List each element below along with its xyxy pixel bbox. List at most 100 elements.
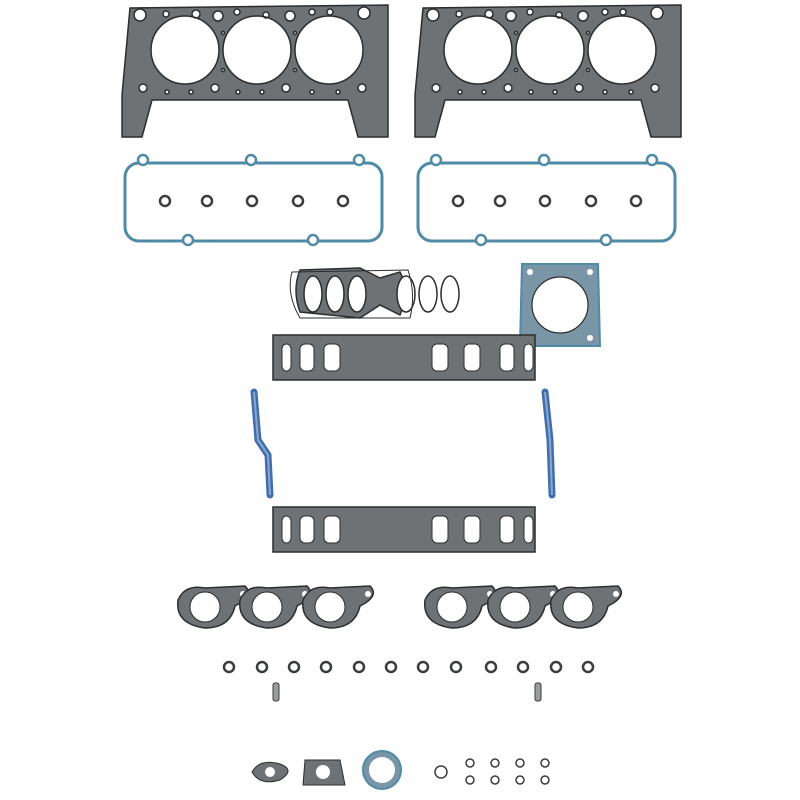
intake-port [431,343,449,372]
o-ring [434,765,448,779]
grommet-seal [158,194,172,208]
intake-port [463,515,481,544]
valve-stem-seal [484,660,498,674]
port-opening [396,275,416,313]
small-o-ring [490,758,500,768]
bolt-hole [365,591,371,597]
port-opening [347,275,367,313]
end-rail-seal [250,388,274,499]
exhaust-manifold-gasket [177,585,375,629]
grommet-seal [629,194,643,208]
valve-stem-seal [549,660,563,674]
exhaust-port-opening [189,591,221,623]
grommet-seal [538,194,552,208]
valve-stem-seal [287,660,301,674]
bolt-ear [306,233,320,247]
small-gaskets [251,750,550,790]
bolt-ear [352,153,366,167]
head-gasket-body [414,4,682,138]
intake-port [499,515,515,544]
intake-port [431,515,449,544]
small-o-ring [540,758,550,768]
intake-port [523,515,534,544]
grommet-seal [584,194,598,208]
bolt-hole [527,269,533,275]
dowel-pin [272,682,280,702]
intake-port [299,515,315,544]
end-seal-highlight [253,391,271,496]
bolt-ear [474,233,488,247]
intake-port [499,343,515,372]
port-opening [440,275,460,313]
intake-port [299,343,315,372]
exhaust-port-opening [251,591,283,623]
valve-stem-seal [416,660,430,674]
dowel-pin [534,682,542,702]
bolt-ear [537,153,551,167]
valve-stem-seal [319,660,333,674]
exhaust-port-opening [314,591,346,623]
throttle-bore [531,276,589,334]
port-opening [303,275,323,313]
valve-stem-seal [581,660,595,674]
throttle-body-gasket [518,263,602,347]
intake-manifold-gasket [272,334,536,381]
grommet-seal [291,194,305,208]
gasket-hole [316,765,330,779]
small-o-ring [490,775,500,785]
bolt-hole [613,591,619,597]
head-gasket-body [121,4,389,138]
valve-stem-seal [352,660,366,674]
intake-manifold-gasket [272,506,536,553]
bolt-ear [429,153,443,167]
bolt-hole [587,335,593,341]
bolt-ear [181,233,195,247]
valve-stem-seal [449,660,463,674]
grommet-seal [245,194,259,208]
valve-stem-seal [255,660,269,674]
grommet-seal [451,194,465,208]
end-rail-seal [541,388,556,499]
exhaust-manifold-gasket [424,585,623,629]
intake-port [463,343,481,372]
small-o-ring [540,775,550,785]
valve-cover-gasket [123,153,384,247]
intake-gasket-body [272,334,536,381]
small-o-ring [515,775,525,785]
exhaust-port-opening [499,591,531,623]
valve-cover-gasket [416,153,677,247]
plenum-outline [289,269,414,319]
upper-intake-gasket [289,267,460,319]
bolt-ear [136,153,150,167]
intake-port [323,343,341,372]
gasket-hole [265,767,275,777]
end-seal-strip [250,388,274,499]
bolt-ear [645,153,659,167]
cylinder-head-gasket [414,4,682,138]
exhaust-port-opening [562,591,594,623]
cylinder-head-gasket [121,4,389,138]
grommet-seal [200,194,214,208]
port-opening [325,275,345,313]
exhaust-port-opening [436,591,468,623]
bolt-ear [599,233,613,247]
small-o-ring [515,758,525,768]
valve-stem-seal [516,660,530,674]
port-opening [418,275,438,313]
bolt-ear [244,153,258,167]
intake-port [281,343,292,372]
thermostat-opening [369,757,395,783]
intake-port [281,515,292,544]
grommet-seal [336,194,350,208]
end-seal-highlight [544,391,553,496]
valve-stem-seal [222,660,236,674]
valve-stem-seal [384,660,398,674]
bolt-hole [587,269,593,275]
small-o-ring [465,758,475,768]
intake-port [523,343,534,372]
valve-stem-seals [222,660,595,702]
grommet-seal [493,194,507,208]
intake-gasket-body [272,506,536,553]
